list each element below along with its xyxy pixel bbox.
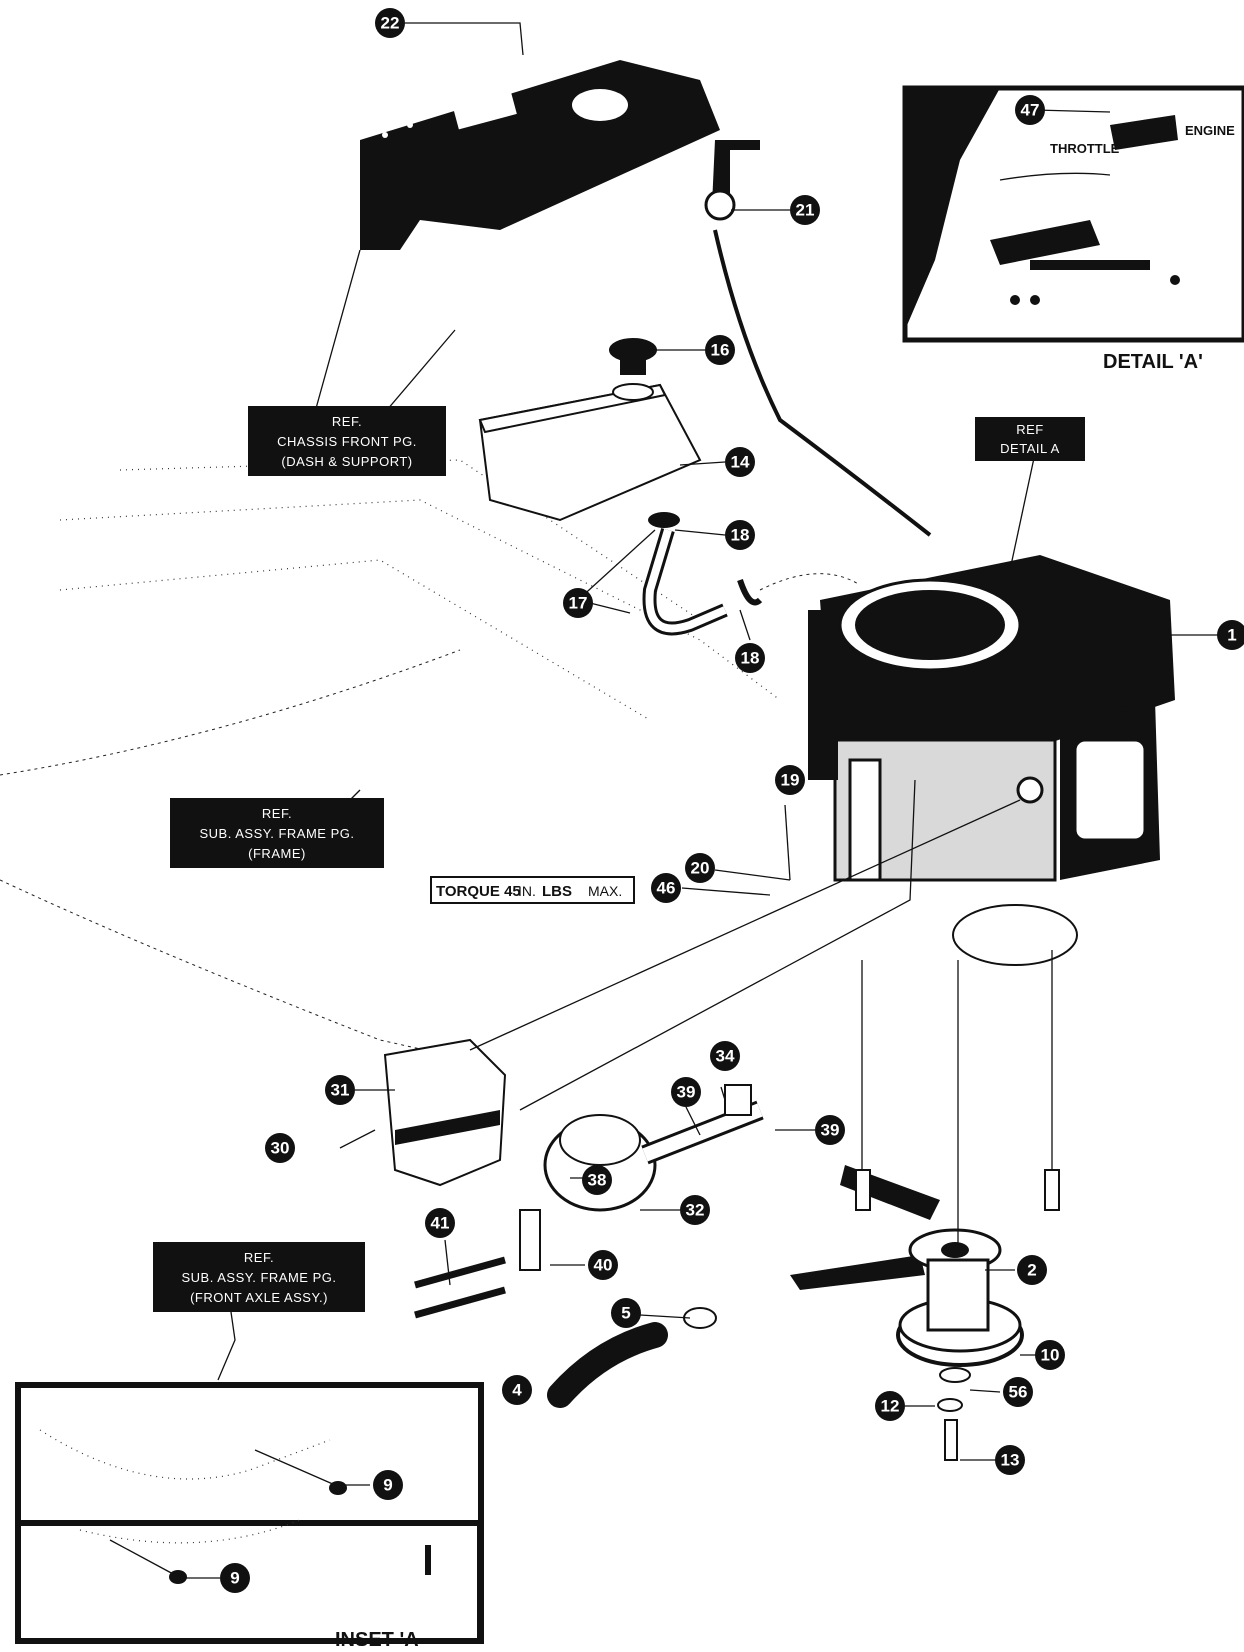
svg-text:9: 9	[383, 1476, 392, 1495]
svg-text:10: 10	[1041, 1346, 1060, 1365]
callout-39-right: 39	[815, 1115, 845, 1145]
callout-18-bottom: 18	[735, 643, 765, 673]
svg-text:34: 34	[716, 1047, 735, 1066]
frame-reference-outline	[0, 459, 781, 1061]
svg-text:(FRAME): (FRAME)	[248, 846, 306, 861]
callout-14: 14	[725, 447, 755, 477]
svg-text:REF.: REF.	[244, 1250, 274, 1265]
callout-39-left: 39	[671, 1077, 701, 1107]
ref-box-frame: REF. SUB. ASSY. FRAME PG. (FRAME)	[170, 798, 384, 868]
callout-10: 10	[1035, 1340, 1065, 1370]
torque-unit-lbs: LBS	[542, 883, 572, 900]
callout-2: 2	[1017, 1255, 1047, 1285]
svg-text:5: 5	[621, 1304, 630, 1323]
ref-box-chassis: REF. CHASSIS FRONT PG. (DASH & SUPPORT)	[248, 406, 446, 476]
detail-throttle-label: THROTTLE	[1050, 141, 1120, 156]
svg-text:39: 39	[821, 1121, 840, 1140]
svg-text:38: 38	[588, 1171, 607, 1190]
callout-22: 22	[375, 8, 405, 38]
callout-5: 5	[611, 1298, 641, 1328]
callout-56: 56	[1003, 1377, 1033, 1407]
detail-a-caption: DETAIL 'A'	[1103, 351, 1203, 373]
svg-text:30: 30	[271, 1139, 290, 1158]
callout-19: 19	[775, 765, 805, 795]
inset-bolts	[109, 1449, 347, 1584]
torque-value: TORQUE 45	[436, 883, 521, 900]
svg-text:41: 41	[431, 1214, 450, 1233]
svg-text:40: 40	[594, 1256, 613, 1275]
svg-text:46: 46	[657, 879, 676, 898]
svg-text:(DASH & SUPPORT): (DASH & SUPPORT)	[281, 454, 412, 469]
callout-12: 12	[875, 1391, 905, 1421]
svg-text:SUB. ASSY. FRAME PG.: SUB. ASSY. FRAME PG.	[182, 1270, 337, 1285]
callout-18-top: 18	[725, 520, 755, 550]
callout-41: 41	[425, 1208, 455, 1238]
svg-text:SUB. ASSY. FRAME PG.: SUB. ASSY. FRAME PG.	[200, 826, 355, 841]
callout-1: 1	[1217, 620, 1244, 650]
callout-34: 34	[710, 1041, 740, 1071]
svg-text:14: 14	[731, 453, 750, 472]
svg-text:4: 4	[512, 1381, 522, 1400]
svg-text:REF.: REF.	[332, 414, 362, 429]
callout-38: 38	[582, 1165, 612, 1195]
callout-17: 17	[563, 588, 593, 618]
callout-32: 32	[680, 1195, 710, 1225]
torque-max: MAX.	[588, 883, 622, 899]
detail-engine-label: ENGINE	[1185, 123, 1235, 138]
callout-13: 13	[995, 1445, 1025, 1475]
inset-a-caption: INSET 'A	[335, 1629, 419, 1651]
callout-20: 20	[685, 853, 715, 883]
svg-text:(FRONT AXLE ASSY.): (FRONT AXLE ASSY.)	[190, 1290, 328, 1305]
svg-text:18: 18	[731, 526, 750, 545]
dash-cover	[360, 60, 720, 250]
svg-text:17: 17	[569, 594, 588, 613]
callout-40: 40	[588, 1250, 618, 1280]
callout-47: 47	[1015, 95, 1045, 125]
svg-text:56: 56	[1009, 1383, 1028, 1402]
callout-4: 4	[502, 1375, 532, 1405]
svg-text:CHASSIS FRONT PG.: CHASSIS FRONT PG.	[277, 434, 417, 449]
svg-text:REF.: REF.	[262, 806, 292, 821]
callout-46: 46	[651, 873, 681, 903]
svg-text:39: 39	[677, 1083, 696, 1102]
svg-text:21: 21	[796, 201, 815, 220]
svg-text:DETAIL A: DETAIL A	[1000, 441, 1060, 456]
hose	[547, 1307, 717, 1408]
inset-a-frame	[15, 1382, 484, 1644]
callout-9-upper: 9	[373, 1470, 403, 1500]
svg-text:12: 12	[881, 1397, 900, 1416]
fuel-tank	[478, 338, 702, 522]
pulley-assembly	[790, 950, 1060, 1461]
svg-text:47: 47	[1021, 101, 1040, 120]
svg-text:1: 1	[1227, 626, 1236, 645]
svg-text:19: 19	[781, 771, 800, 790]
ref-box-detail-a: REF DETAIL A	[975, 417, 1085, 461]
svg-text:20: 20	[691, 859, 710, 878]
ref-box-front-axle: REF. SUB. ASSY. FRAME PG. (FRONT AXLE AS…	[153, 1242, 365, 1312]
svg-text:REF: REF	[1016, 422, 1044, 437]
callout-31: 31	[325, 1075, 355, 1105]
svg-text:2: 2	[1027, 1261, 1036, 1280]
callout-21: 21	[790, 195, 820, 225]
torque-unit-in: IN.	[518, 883, 536, 899]
svg-text:16: 16	[711, 341, 730, 360]
throttle-control	[704, 140, 932, 537]
inset-a-view	[15, 1429, 483, 1644]
svg-text:18: 18	[741, 649, 760, 668]
fuel-line	[642, 512, 861, 636]
svg-text:22: 22	[381, 14, 400, 33]
svg-text:31: 31	[331, 1081, 350, 1100]
callout-9-lower: 9	[220, 1563, 250, 1593]
detail-a-view: THROTTLE ENGINE	[902, 85, 1244, 343]
callout-16: 16	[705, 335, 735, 365]
callout-30: 30	[265, 1133, 295, 1163]
torque-note: TORQUE 45 IN. LBS MAX.	[430, 876, 635, 904]
engine	[808, 555, 1175, 966]
muffler-assembly	[383, 779, 1021, 1319]
svg-text:32: 32	[686, 1201, 705, 1220]
svg-text:13: 13	[1001, 1451, 1020, 1470]
svg-text:9: 9	[230, 1569, 239, 1588]
